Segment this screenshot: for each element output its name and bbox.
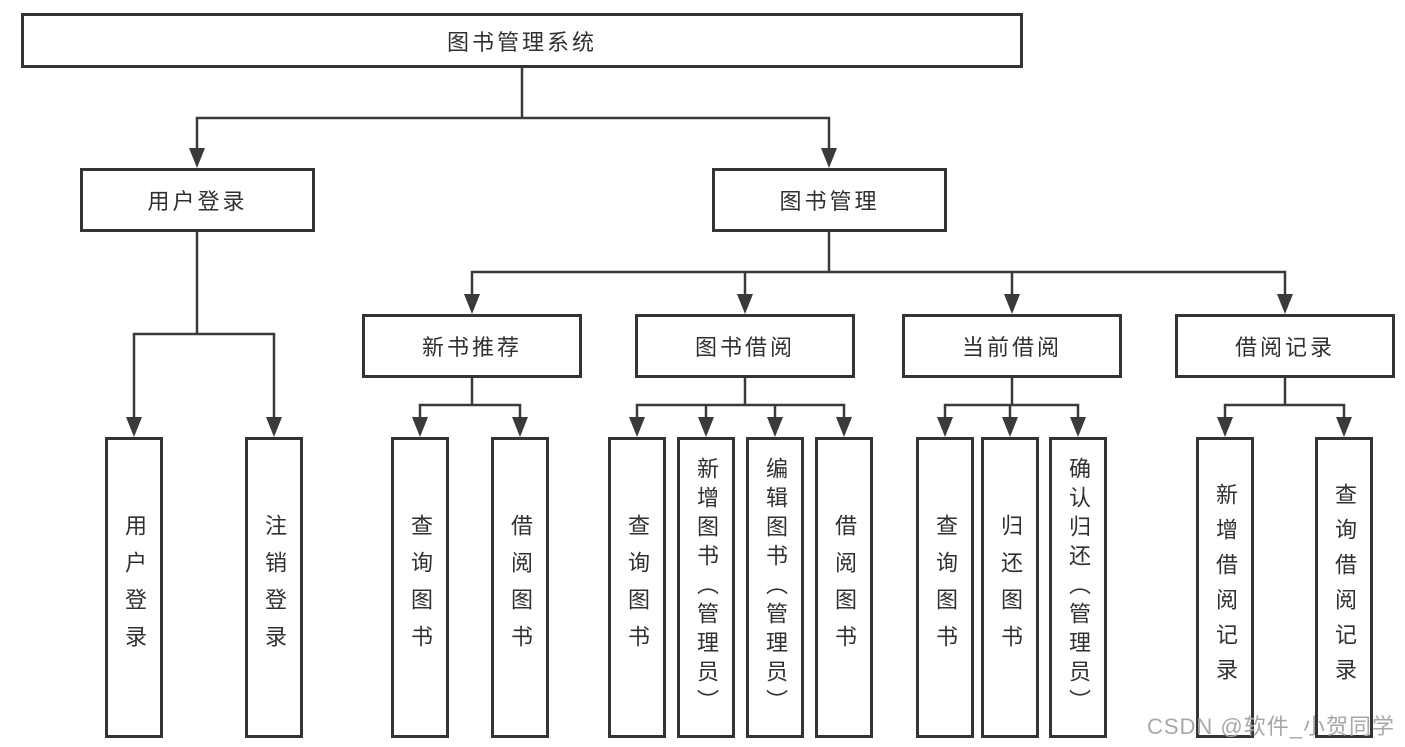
leaf-label: 编辑图书（管理员） [763, 457, 788, 718]
node-book-management: 图书管理 [712, 168, 947, 232]
node-label: 图书借阅 [694, 335, 795, 360]
leaf-label: 查询图书 [625, 513, 650, 662]
node-label: 图书管理 [779, 189, 880, 214]
node-new-book-recommend: 新书推荐 [362, 314, 582, 378]
leaf-logout: 注销登录 [245, 437, 303, 738]
leaf-edit-book-admin: 编辑图书（管理员） [746, 437, 804, 738]
leaf-query-borrow-record: 查询借阅记录 [1315, 437, 1373, 738]
arrowheads [126, 148, 1352, 437]
leaf-label: 查询图书 [408, 513, 433, 662]
node-label: 图书管理系统 [446, 29, 597, 55]
node-user-login: 用户登录 [80, 168, 315, 232]
leaf-label: 查询图书 [933, 513, 958, 662]
leaf-add-book-admin: 新增图书（管理员） [677, 437, 735, 738]
leaf-label: 用户登录 [122, 513, 147, 662]
leaf-confirm-return-admin: 确认归还（管理员） [1049, 437, 1107, 738]
leaf-query-books-recommend: 查询图书 [391, 437, 449, 738]
leaf-return-books: 归还图书 [981, 437, 1039, 738]
leaf-label: 归还图书 [998, 513, 1023, 662]
node-label: 借阅记录 [1234, 335, 1335, 360]
node-label: 用户登录 [147, 189, 248, 214]
leaf-label: 确认归还（管理员） [1066, 457, 1091, 718]
node-label: 新书推荐 [421, 335, 522, 360]
leaf-label: 新增借阅记录 [1213, 482, 1238, 693]
node-borrow-records: 借阅记录 [1175, 314, 1395, 378]
watermark: CSDN @软件_小贺同学 [1146, 714, 1395, 739]
leaf-borrow-books-recommend: 借阅图书 [491, 437, 549, 738]
leaf-add-borrow-record: 新增借阅记录 [1196, 437, 1254, 738]
node-book-borrowing: 图书借阅 [635, 314, 855, 378]
leaf-label: 借阅图书 [832, 513, 857, 662]
leaf-label: 新增图书（管理员） [694, 457, 719, 718]
node-label: 当前借阅 [961, 335, 1062, 360]
node-current-borrowing: 当前借阅 [902, 314, 1122, 378]
node-library-system: 图书管理系统 [21, 13, 1023, 68]
leaf-user-login: 用户登录 [105, 437, 163, 738]
leaf-query-books-borrowing: 查询图书 [608, 437, 666, 738]
leaf-label: 注销登录 [262, 513, 287, 662]
leaf-borrow-books-borrowing: 借阅图书 [815, 437, 873, 738]
leaf-query-books-current: 查询图书 [916, 437, 974, 738]
leaf-label: 借阅图书 [508, 513, 533, 662]
leaf-label: 查询借阅记录 [1332, 482, 1357, 693]
